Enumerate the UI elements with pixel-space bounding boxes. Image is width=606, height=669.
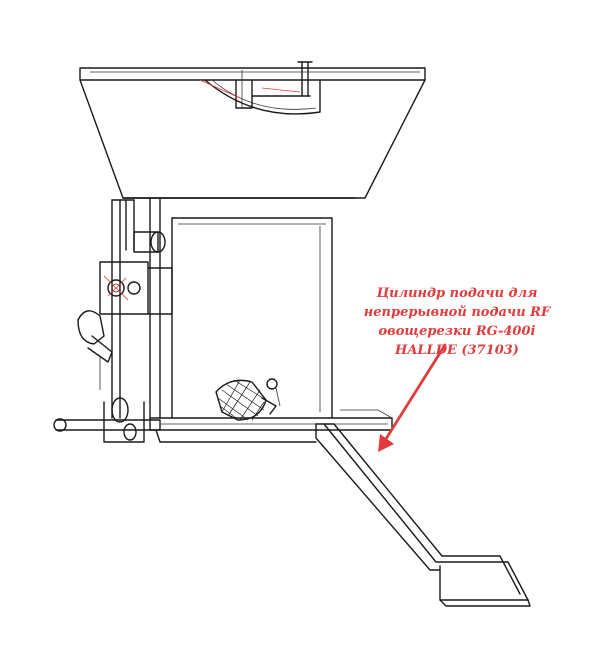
part-caption: Цилиндр подачи для непрерывной подачи RF… xyxy=(352,284,562,360)
base-plate xyxy=(53,397,393,443)
caption-line-4: HALLDE (37103) xyxy=(395,343,519,358)
mounting-column xyxy=(77,199,173,419)
feed-hopper xyxy=(79,61,426,199)
pointer-arrow xyxy=(378,343,447,452)
caption-line-1: Цилиндр подачи для xyxy=(376,286,538,301)
caption-line-2: непрерывной подачи RF xyxy=(363,305,551,320)
feed-cylinder xyxy=(149,197,333,419)
mesh-guard xyxy=(215,378,281,421)
caption-line-3: овощерезки RG-400i xyxy=(378,324,536,339)
discharge-chute xyxy=(315,423,531,607)
